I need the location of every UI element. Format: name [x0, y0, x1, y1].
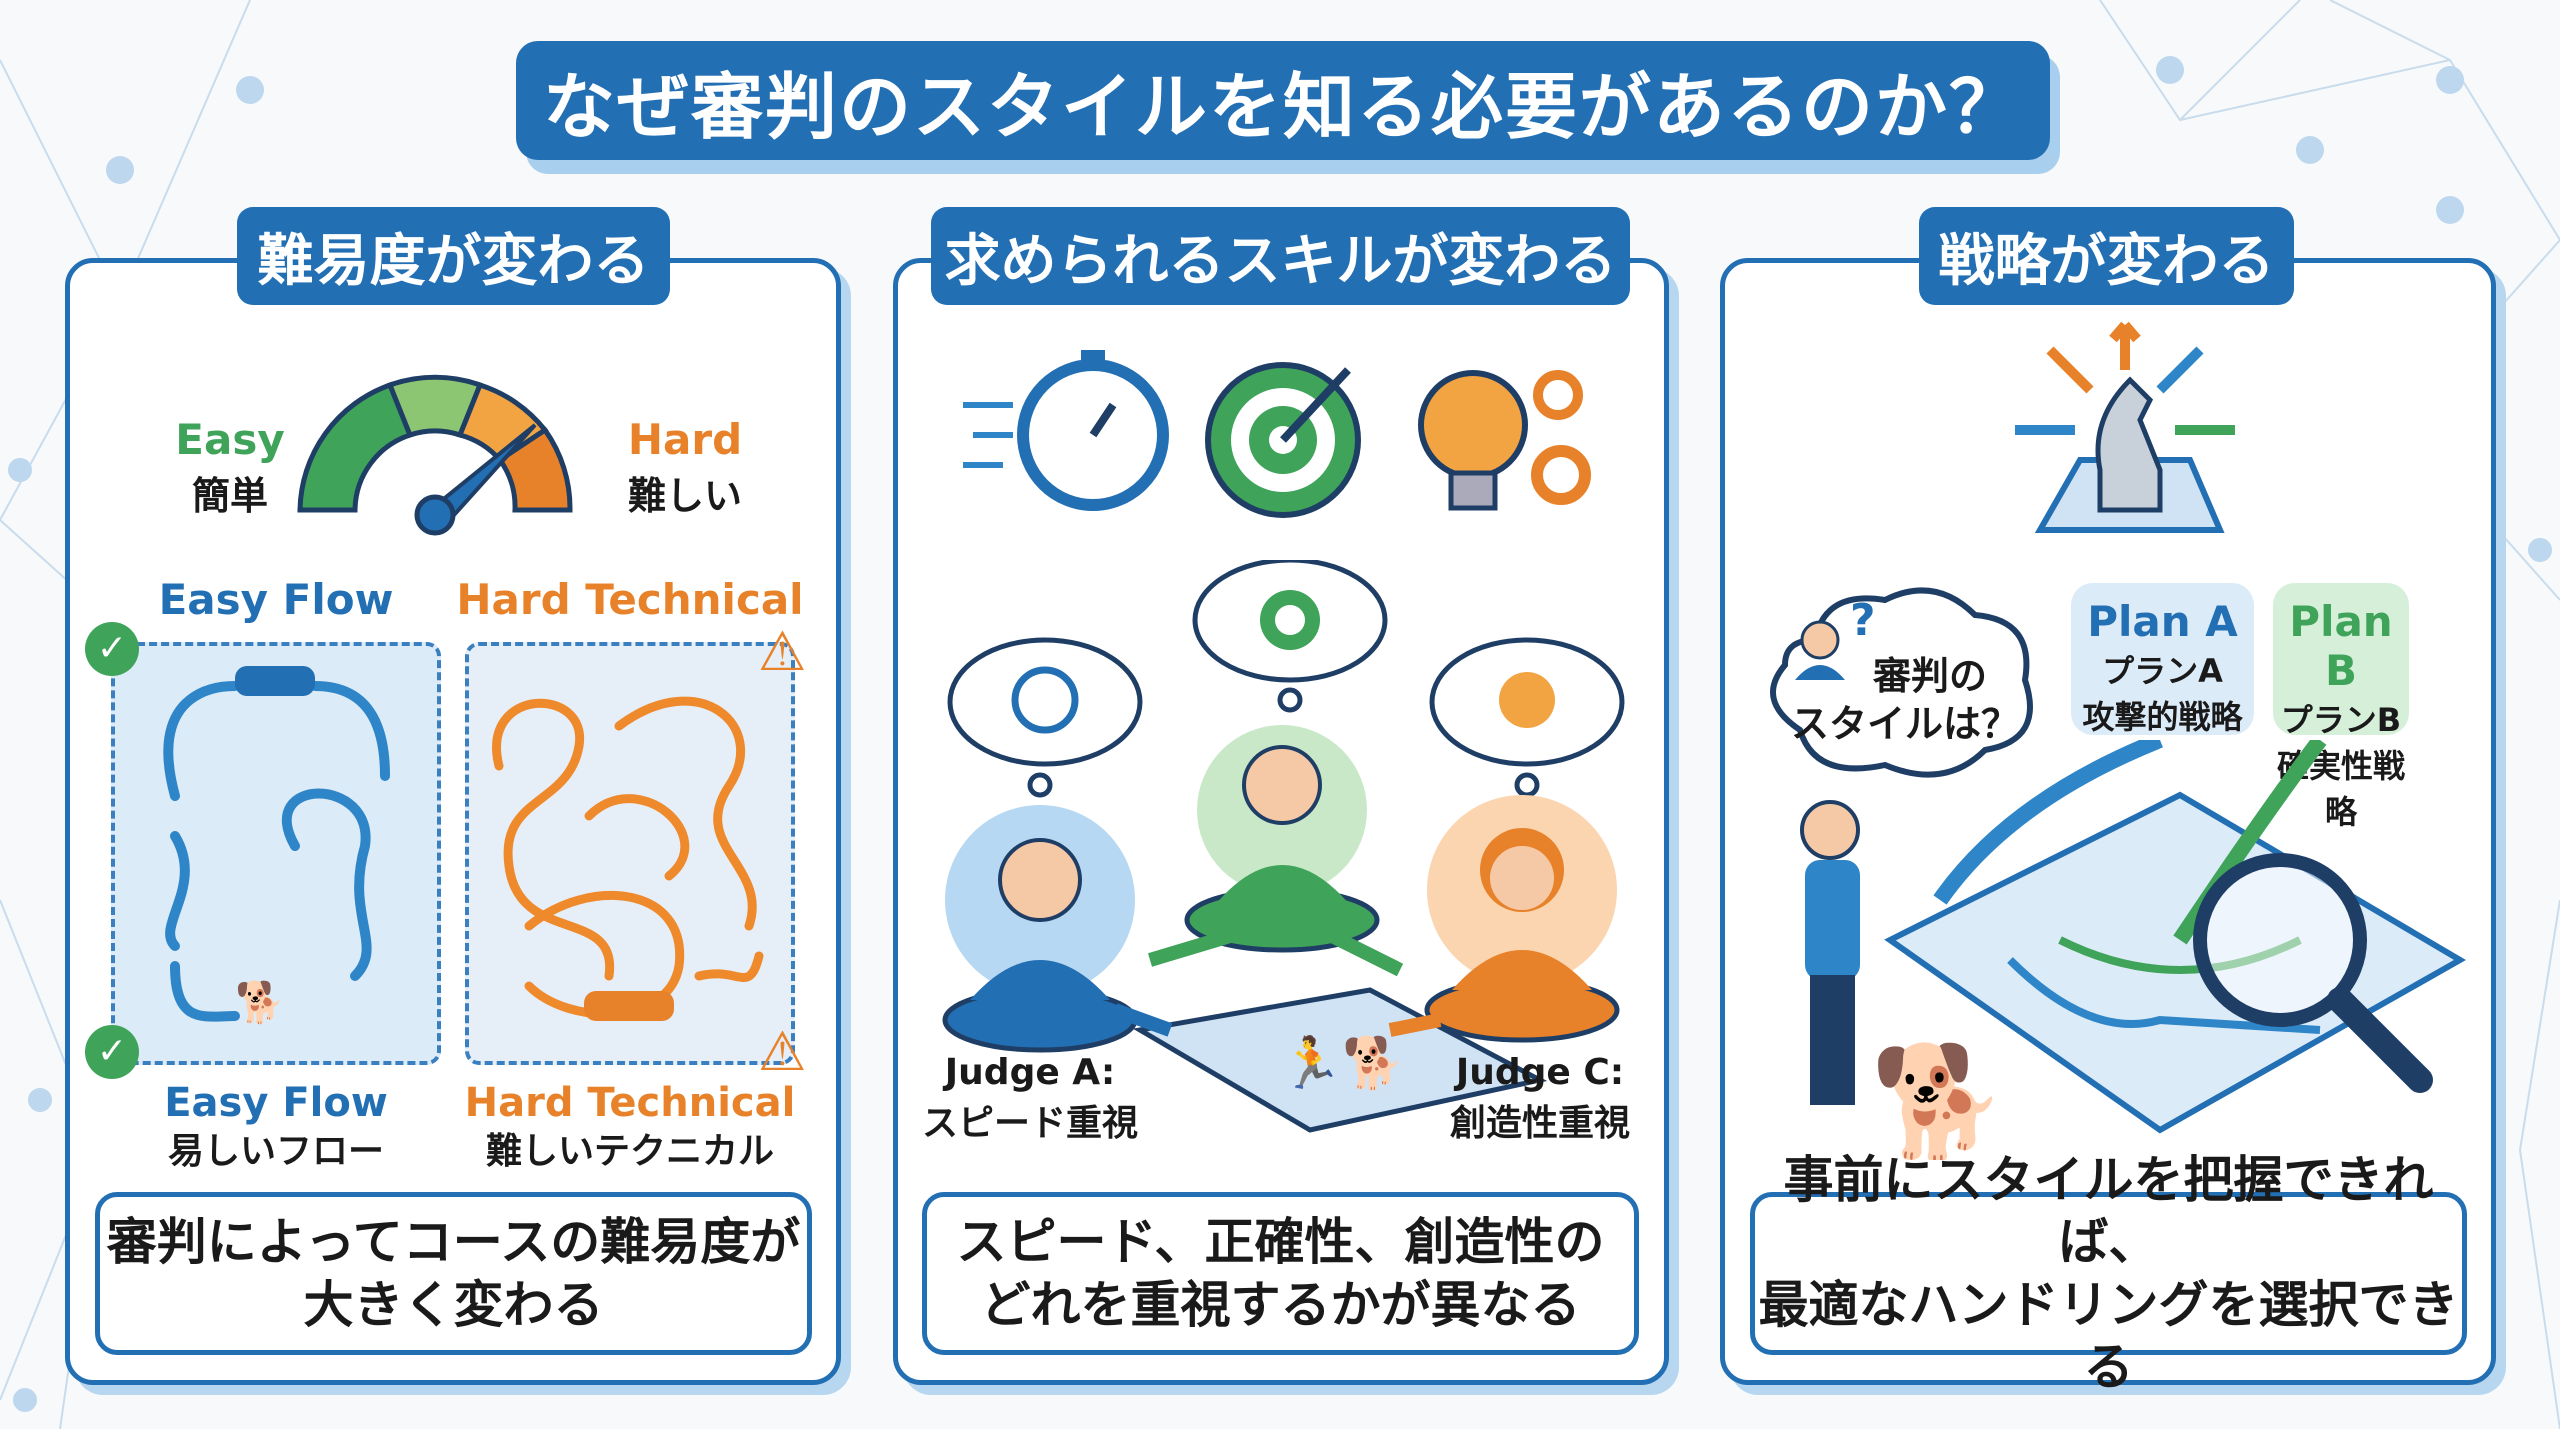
strategy-course-illustration: 🐕: [1800, 740, 2466, 1160]
handler-figure: [1800, 800, 1860, 1105]
difficulty-gauge: [297, 374, 573, 536]
easy-flow-course: 🐕: [111, 642, 441, 1065]
lightbulb-gears-icon: [1418, 370, 1591, 511]
hard-technical-course: [465, 642, 795, 1065]
strategy-summary: 事前にスタイルを把握できれば、 最適なハンドリングを選択できる: [1750, 1151, 2467, 1396]
easy-check-icon: ✓: [85, 622, 139, 676]
plan-a-card: Plan A プランA 攻撃的戦略: [2071, 583, 2254, 736]
difficulty-summary: 審判によってコースの難易度が 大きく変わる: [95, 1192, 812, 1355]
summary-line: スピード、正確性、創造性の: [956, 1213, 1605, 1271]
hard-technical-ja: 難しいテクニカル: [485, 1131, 774, 1172]
judge-a-avatar: [942, 805, 1138, 1053]
svg-text:?: ?: [1850, 595, 1876, 646]
judge-a-name: Judge A:: [944, 1052, 1116, 1093]
easy-flow-ja: 易しいフロー: [167, 1131, 384, 1172]
thought-bubble: [947, 637, 1143, 767]
gauge-easy-label: Easy: [175, 415, 285, 464]
gauge-hard-label: Hard: [627, 415, 743, 464]
course-platform: [1132, 987, 1548, 1133]
gauge-easy-ja: 簡単: [191, 474, 268, 518]
summary-line: 審判によってコースの難易度が: [106, 1213, 801, 1271]
plan-a-description: 攻撃的戦略: [2082, 698, 2243, 736]
skill-icons: [963, 350, 1591, 518]
hard-technical-label: Hard Technical: [464, 1080, 796, 1126]
easy-check-icon: ✓: [85, 1025, 139, 1079]
summary-line: 大きく変わる: [303, 1275, 604, 1334]
gauge-hard-ja: 難しい: [627, 474, 742, 518]
panel-header-strategy: 戦略が変わる: [1919, 207, 2294, 305]
plan-b-ja: プランB: [2280, 701, 2402, 739]
skills-summary: スピード、正確性、創造性の どれを重視するかが異なる: [922, 1192, 1639, 1355]
judge-c-description: 創造性重視: [1449, 1103, 1630, 1144]
judge-c-avatar: [1424, 795, 1620, 1043]
judges-illustration: 🏃🐕: [942, 560, 1625, 1133]
thought-cloud: ?: [1770, 587, 2033, 778]
easy-flow-label: Easy Flow: [164, 1080, 388, 1126]
plan-b-card: Plan B プランB 確実性戦略: [2273, 583, 2409, 831]
easy-flow-title: Easy Flow: [158, 575, 394, 624]
judge-a-description: スピード重視: [921, 1103, 1138, 1144]
thought-text-line: 審判の: [1872, 654, 1987, 698]
page-title: なぜ審判のスタイルを知る必要があるのか？: [516, 41, 2050, 160]
summary-line: 最適なハンドリングを選択できる: [1758, 1275, 2459, 1397]
panel-header-difficulty: 難易度が変わる: [237, 207, 670, 305]
warning-icon: ⚠: [758, 620, 807, 683]
stopwatch-runner-icon: [963, 350, 1169, 511]
panel-header-skills: 求められるスキルが変わる: [931, 207, 1630, 305]
summary-line: 事前にスタイルを把握できれば、: [1783, 1150, 2434, 1272]
dog-icon: 🐕: [1870, 1038, 2007, 1160]
warning-icon: ⚠: [758, 1020, 807, 1083]
svg-text:🐕: 🐕: [235, 979, 285, 1026]
plan-a-ja: プランA: [2102, 652, 2223, 690]
judge-c-name: Judge C:: [1455, 1052, 1625, 1093]
plan-a-title: Plan A: [2087, 597, 2238, 646]
chess-strategy-icon: [2015, 321, 2235, 533]
svg-text:🏃🐕: 🏃🐕: [1280, 1034, 1405, 1092]
magnifier-icon: [2193, 853, 2433, 1093]
summary-line: どれを重視するかが異なる: [980, 1275, 1581, 1334]
thought-text-line: スタイルは？: [1790, 702, 2019, 746]
hard-technical-title: Hard Technical: [456, 575, 804, 624]
target-icon: [1205, 362, 1361, 518]
plan-b-title: Plan B: [2289, 597, 2393, 695]
judge-b-avatar: [1184, 725, 1380, 953]
